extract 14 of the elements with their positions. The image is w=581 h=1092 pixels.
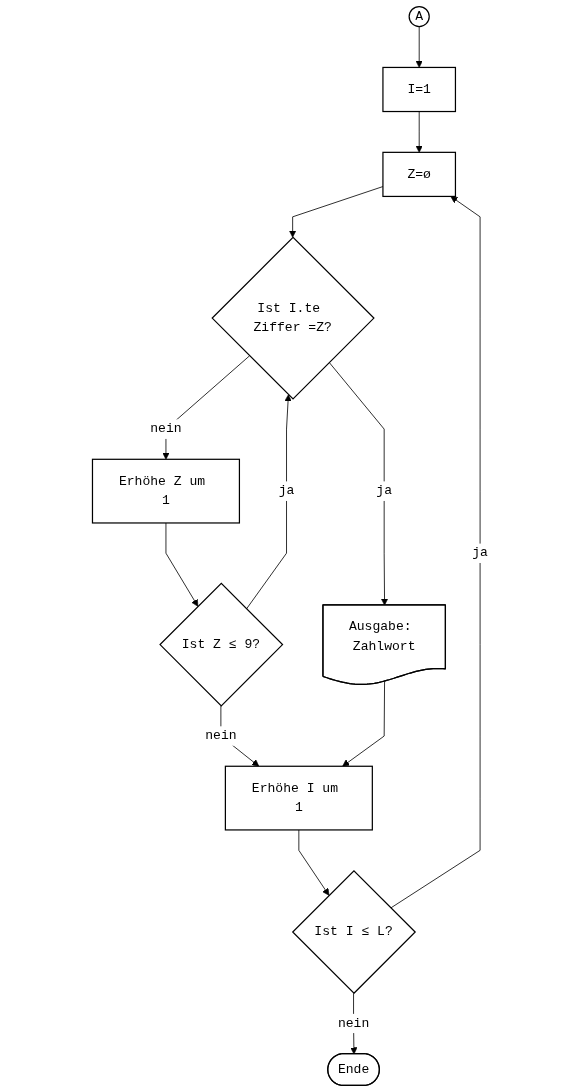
- node-diamond: Ist I.te Ziffer =Z?: [211, 236, 376, 400]
- edge-label: nein: [150, 421, 182, 437]
- edge-label: ja: [376, 483, 393, 499]
- node-circle: A: [408, 5, 431, 28]
- edge-label: nein: [205, 728, 237, 744]
- node-diamond: Ist I ≤ L?: [292, 869, 417, 995]
- node-box: Z=ø: [382, 151, 457, 198]
- node-diamond: Ist Z ≤ 9?: [159, 582, 284, 707]
- node-box: I=1: [382, 66, 457, 113]
- node-box: Erhöhe I um 1: [225, 765, 374, 831]
- node-box: Erhöhe Z um 1: [92, 458, 241, 524]
- edge-label: ja: [472, 545, 489, 561]
- edge-label: ja: [278, 483, 295, 499]
- edge-label: nein: [338, 1016, 370, 1031]
